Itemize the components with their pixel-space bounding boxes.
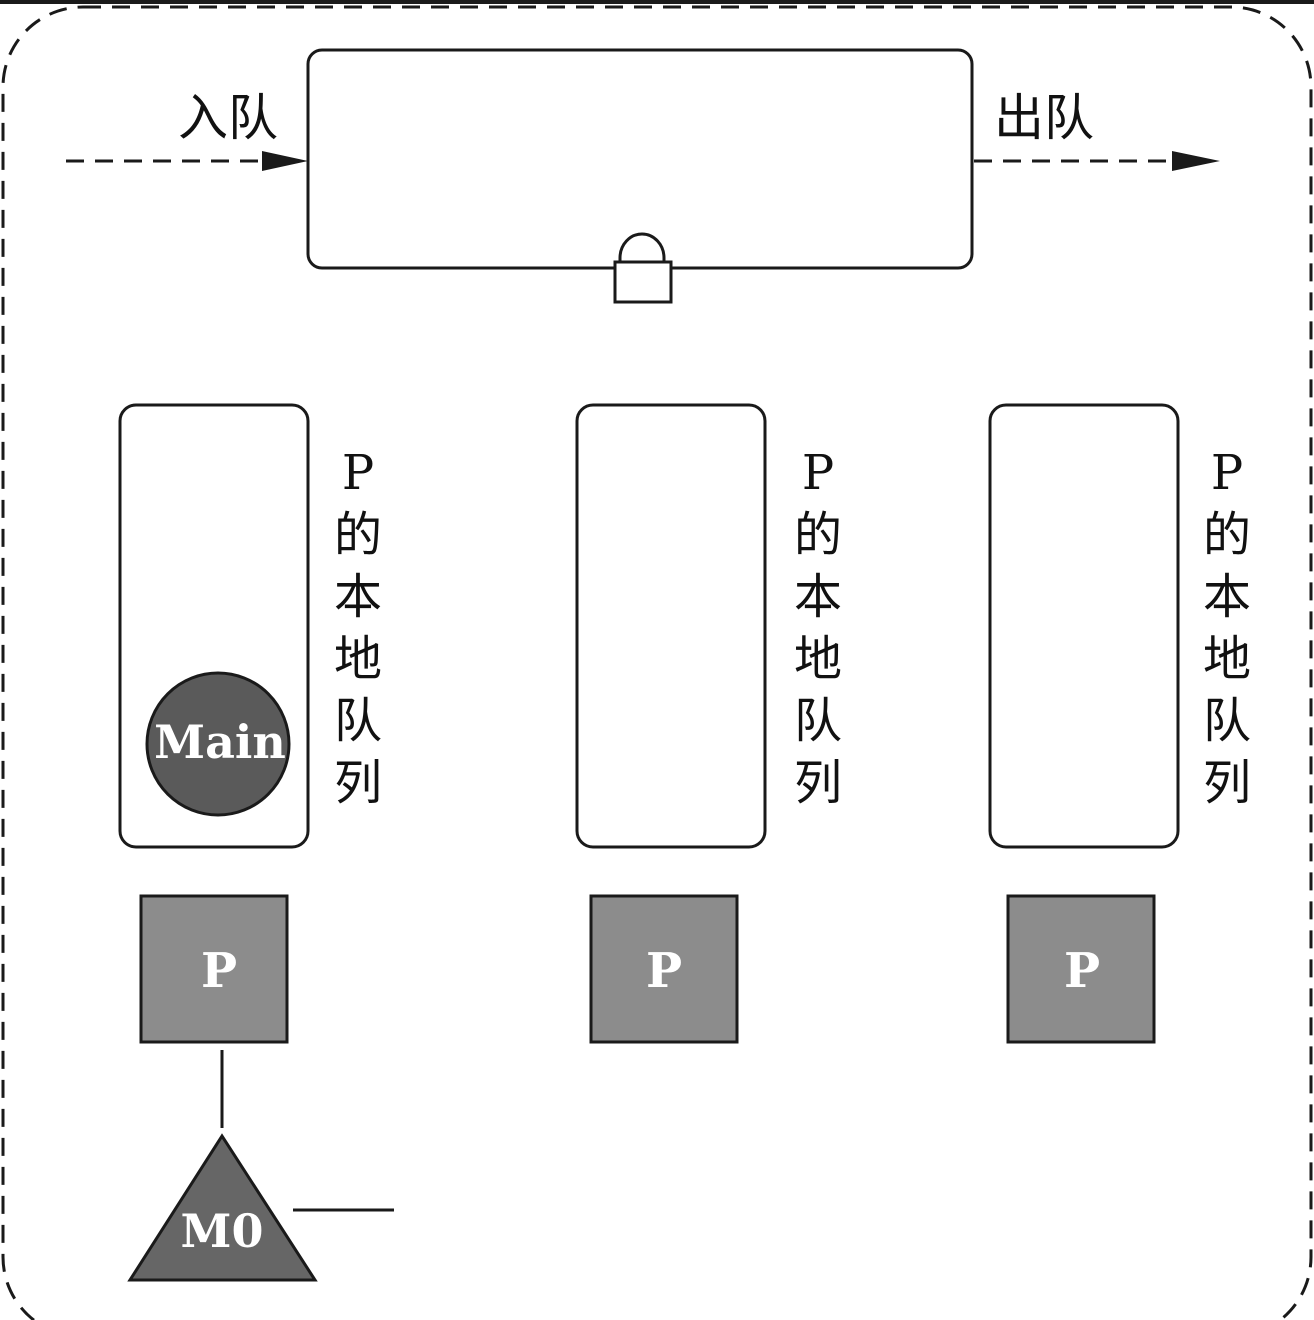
local-queue-label: P 的 本 地 队 列 xyxy=(794,445,842,811)
processor-label: P xyxy=(201,943,237,999)
local-queue-label-char: P xyxy=(802,445,834,501)
local-queue-label-char: 地 xyxy=(334,631,382,687)
local-queue-label: P 的 本 地 队 列 xyxy=(334,445,382,811)
local-queue-1: P 的 本 地 队 列 Main xyxy=(118,403,382,849)
machine-m0: M0 xyxy=(127,1133,318,1282)
local-queue-label-char: P xyxy=(342,445,374,501)
global-queue: 入队 出队 xyxy=(66,48,1220,304)
local-queue-label-char: 本 xyxy=(794,569,842,625)
local-queue-label-char: 的 xyxy=(794,507,842,563)
local-queue-label-char: 队 xyxy=(1203,693,1251,749)
outer-boundary xyxy=(1,5,1313,1320)
local-queue-box xyxy=(988,403,1180,849)
local-queue-label-char: 地 xyxy=(794,631,842,687)
processor-1: P xyxy=(139,894,289,1044)
dequeue-arrow xyxy=(974,151,1220,171)
local-queue-2: P 的 本 地 队 列 xyxy=(575,403,842,849)
main-goroutine: Main xyxy=(145,671,291,817)
processor-box xyxy=(1006,894,1156,1044)
machine-label: M0 xyxy=(181,1204,264,1258)
processor-label: P xyxy=(646,943,682,999)
local-queue-label-char: 队 xyxy=(794,693,842,749)
local-queue-box xyxy=(575,403,767,849)
enqueue-arrow xyxy=(66,151,308,171)
local-queue-label-char: 地 xyxy=(1203,631,1251,687)
processor-2: P xyxy=(589,894,739,1044)
processor-label: P xyxy=(1064,943,1100,999)
local-queue-label-char: 列 xyxy=(334,755,382,811)
local-queue-label-char: 本 xyxy=(1203,569,1251,625)
local-queue-label-char: 的 xyxy=(1203,507,1251,563)
processor-3: P xyxy=(1006,894,1156,1044)
local-queue-label-char: 本 xyxy=(334,569,382,625)
dequeue-label: 出队 xyxy=(994,89,1094,147)
lock-icon xyxy=(613,232,673,304)
goroutine-label: Main xyxy=(154,715,286,769)
local-queue-label-char: 列 xyxy=(794,755,842,811)
local-queue-label: P 的 本 地 队 列 xyxy=(1203,445,1251,811)
goroutine-circle xyxy=(145,671,291,817)
local-queue-3: P 的 本 地 队 列 xyxy=(988,403,1251,849)
processor-box xyxy=(139,894,289,1044)
processor-box xyxy=(589,894,739,1044)
local-queue-label-char: 队 xyxy=(334,693,382,749)
enqueue-label: 入队 xyxy=(178,89,278,147)
machine-triangle xyxy=(127,1133,318,1282)
local-queue-label-char: 列 xyxy=(1203,755,1251,811)
local-queue-label-char: 的 xyxy=(334,507,382,563)
local-queue-label-char: P xyxy=(1211,445,1243,501)
